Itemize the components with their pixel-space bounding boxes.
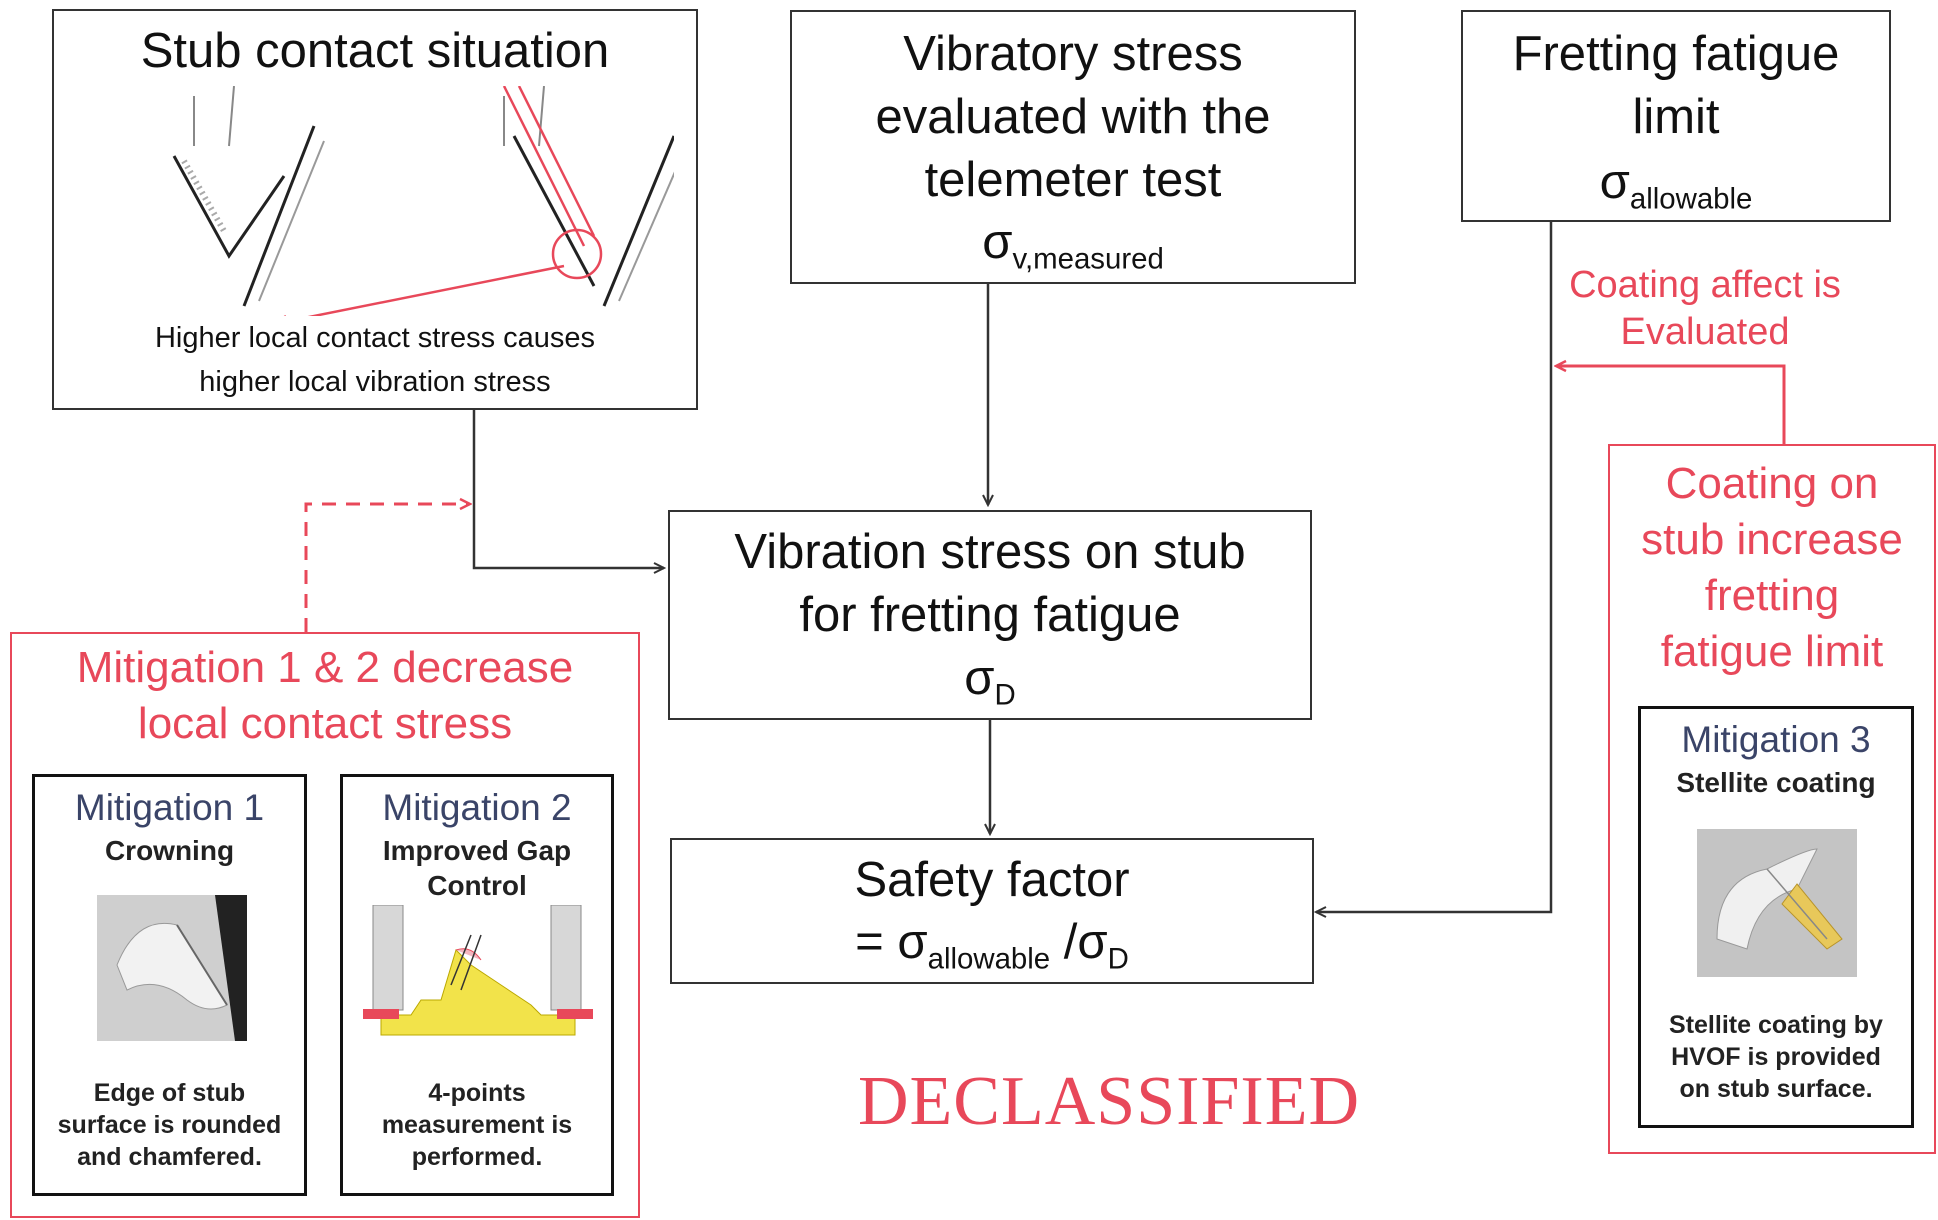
mitigation2-title: Mitigation 2 xyxy=(382,787,572,828)
vibration-stress-sigma: σD xyxy=(670,648,1310,709)
equation-prefix: = σ xyxy=(855,915,928,969)
safety-factor-equation: = σallowable /σD xyxy=(672,912,1312,973)
arrow-mitigation-dashed xyxy=(304,504,470,632)
mitigation1-desc2: surface is rounded xyxy=(57,1111,282,1139)
mitigation2-desc1: 4-points xyxy=(428,1079,526,1107)
fretting-limit-box: Fretting fatigue limit σallowable xyxy=(1461,10,1891,222)
fretting-limit-line1: Fretting fatigue xyxy=(1512,27,1840,81)
mitigation3-desc1: Stellite coating by xyxy=(1669,1011,1883,1039)
coating-group-line3: fretting xyxy=(1704,571,1840,620)
coating-affect-label: Coating affect is Evaluated xyxy=(1540,262,1870,356)
declassified-stamp: DECLASSIFIED xyxy=(858,1063,1361,1140)
coating-group-line2: stub increase xyxy=(1641,515,1903,564)
gap-control-image xyxy=(363,905,593,1036)
mitigation1-desc3: and chamfered. xyxy=(77,1143,262,1171)
vibration-stress-box: Vibration stress on stub for fretting fa… xyxy=(668,510,1312,720)
mitigation-group-line2: local contact stress xyxy=(137,699,513,748)
mitigation2-desc2: measurement is xyxy=(381,1111,573,1139)
stellite-coating-image xyxy=(1697,829,1857,977)
vibratory-line3: telemeter test xyxy=(924,153,1222,207)
mitigation1-desc1: Edge of stub xyxy=(93,1079,246,1107)
fretting-limit-line2: limit xyxy=(1632,90,1720,144)
mitigation2-subtitle-line2: Control xyxy=(427,870,527,901)
mitigation1-card: Mitigation 1 Crowning Edge of stub surfa… xyxy=(32,774,307,1196)
stub-contact-caption-line1: Higher local contact stress causes xyxy=(154,322,596,354)
equation-subscript-d: D xyxy=(1107,942,1129,976)
mitigation3-subtitle: Stellite coating xyxy=(1676,767,1876,798)
mitigation1-title: Mitigation 1 xyxy=(74,787,265,828)
sigma-subscript: D xyxy=(994,678,1016,712)
mitigation3-title: Mitigation 3 xyxy=(1681,719,1871,760)
vibratory-sigma: σv,measured xyxy=(792,212,1354,273)
vibratory-stress-box: Vibratory stress evaluated with the tele… xyxy=(790,10,1356,284)
vibratory-line1: Vibratory stress xyxy=(903,27,1243,81)
mitigation3-desc3: on stub surface. xyxy=(1679,1075,1873,1103)
vibratory-line2: evaluated with the xyxy=(875,90,1271,144)
stub-contact-caption-line2: higher local vibration stress xyxy=(199,366,551,398)
safety-factor-title: Safety factor xyxy=(854,853,1130,907)
stub-contact-box: Stub contact situation Higher local cont… xyxy=(52,9,698,410)
coating-group-box: Coating on stub increase fretting fatigu… xyxy=(1608,444,1936,1154)
arrow-coating-to-fretting-line xyxy=(1556,366,1786,444)
vibration-stress-line2: for fretting fatigue xyxy=(799,588,1181,642)
sigma-symbol: σ xyxy=(982,215,1013,269)
mitigation2-subtitle-line1: Improved Gap xyxy=(382,835,572,866)
crowning-image xyxy=(97,895,247,1041)
coating-group-line4: fatigue limit xyxy=(1660,627,1884,676)
sigma-symbol: σ xyxy=(964,651,995,705)
stub-contact-title: Stub contact situation xyxy=(140,24,610,78)
sigma-subscript: v,measured xyxy=(1012,242,1164,276)
mitigation-group-line1: Mitigation 1 & 2 decrease xyxy=(76,643,574,692)
mitigation1-subtitle: Crowning xyxy=(104,835,235,866)
coating-group-line1: Coating on xyxy=(1665,459,1879,508)
sigma-symbol: σ xyxy=(1599,155,1630,209)
sigma-subscript: allowable xyxy=(1629,182,1753,216)
coating-affect-line2: Evaluated xyxy=(1620,311,1790,353)
arrow-stub-to-vibration xyxy=(472,410,664,568)
mitigation3-card: Mitigation 3 Stellite coating Stellite c… xyxy=(1638,706,1914,1128)
coating-affect-line1: Coating affect is xyxy=(1569,264,1841,306)
mitigation3-desc2: HVOF is provided xyxy=(1671,1043,1881,1071)
mitigation2-desc3: performed. xyxy=(411,1143,543,1171)
equation-divider: /σ xyxy=(1050,915,1108,969)
mitigation-group-box: Mitigation 1 & 2 decrease local contact … xyxy=(10,632,640,1218)
arrow-fretting-to-safety xyxy=(1316,222,1553,912)
mitigation2-card: Mitigation 2 Improved Gap Control 4-poin… xyxy=(340,774,614,1196)
equation-subscript-allowable: allowable xyxy=(927,942,1051,976)
vibration-stress-line1: Vibration stress on stub xyxy=(734,525,1246,579)
safety-factor-box: Safety factor = σallowable /σD xyxy=(670,838,1314,984)
fretting-limit-sigma: σallowable xyxy=(1463,152,1889,213)
stub-contact-illustration xyxy=(172,86,674,316)
